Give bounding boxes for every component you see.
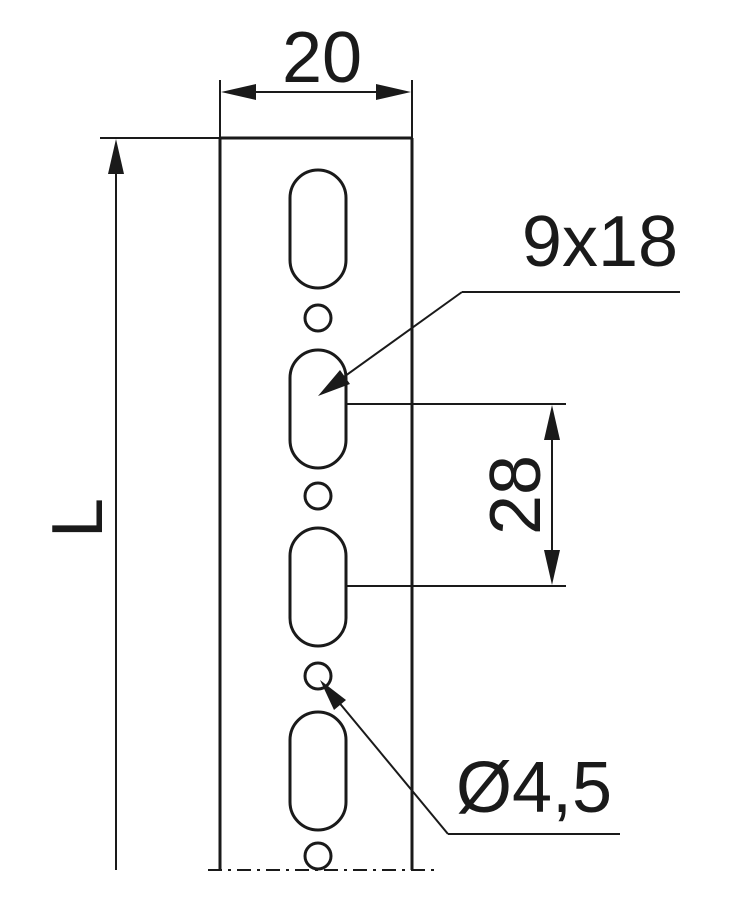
slot-leader-arrow <box>318 370 350 396</box>
pitch-label: 28 <box>476 455 556 535</box>
length-arrow-top <box>108 139 124 174</box>
hole-leader-arrow <box>320 680 346 710</box>
width-arrow-left <box>221 84 256 100</box>
hole-callout: Ø4,5 <box>320 680 620 835</box>
round-hole-2 <box>303 481 333 511</box>
round-hole-1 <box>303 303 333 333</box>
round-holes <box>303 303 333 871</box>
length-dimension: L <box>38 137 220 870</box>
slot-1 <box>288 168 348 290</box>
width-label: 20 <box>282 18 362 98</box>
slots <box>288 168 348 832</box>
width-arrow-right <box>376 84 411 100</box>
round-hole-4 <box>303 841 333 871</box>
pitch-arrow-bottom <box>544 550 560 585</box>
slot-4 <box>288 710 348 832</box>
slot-leader-line <box>333 291 463 385</box>
slot-3 <box>288 526 348 648</box>
hole-leader-line <box>331 693 449 835</box>
pitch-dimension: 28 <box>346 403 566 587</box>
width-dimension: 20 <box>219 18 413 138</box>
round-hole-3 <box>303 661 333 691</box>
slot-callout: 9x18 <box>318 202 680 396</box>
slot-2 <box>288 348 348 470</box>
pitch-arrow-top <box>544 405 560 440</box>
strip-body <box>208 136 440 871</box>
slot-size-label: 9x18 <box>522 202 678 282</box>
hole-diameter-label: Ø4,5 <box>456 748 612 828</box>
length-label: L <box>38 498 118 538</box>
